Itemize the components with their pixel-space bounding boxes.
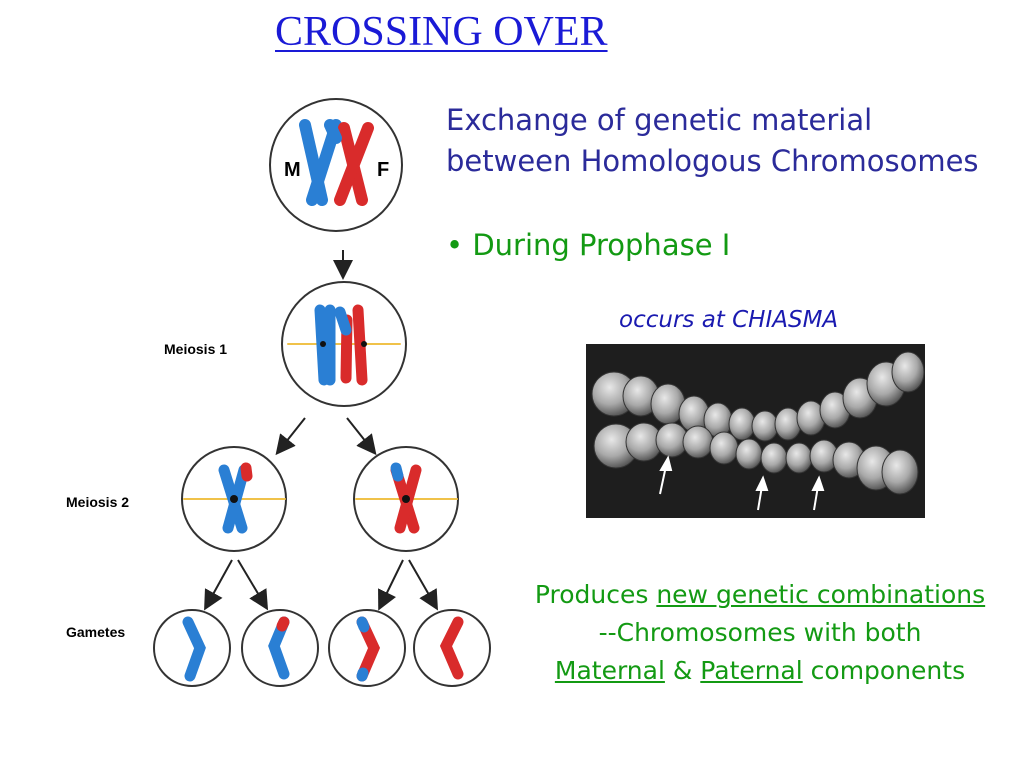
description-line-1: Exchange of genetic material bbox=[446, 103, 873, 137]
description: Exchange of genetic material between Hom… bbox=[446, 100, 979, 182]
label-paternal: F bbox=[377, 159, 389, 181]
description-line-2: between Homologous Chromosomes bbox=[446, 144, 979, 178]
stage-label-gametes: Gametes bbox=[66, 624, 126, 640]
ampersand-text: & bbox=[664, 656, 701, 685]
micrograph-image bbox=[586, 344, 925, 518]
gamete-4-chromosome bbox=[439, 616, 464, 680]
arrow-gamete-2 bbox=[237, 559, 269, 611]
prophase-bullet: • During Prophase I bbox=[446, 228, 731, 262]
arrow-to-meiosis2-right bbox=[346, 417, 377, 456]
produces-text: Produces new genetic combinations --Chro… bbox=[496, 576, 1024, 690]
produces-line-2: --Chromosomes with both bbox=[598, 618, 922, 647]
stage-label-meiosis-1: Meiosis 1 bbox=[164, 341, 228, 357]
gamete-3-chromosome bbox=[356, 616, 381, 682]
paternal-text: Paternal bbox=[700, 656, 803, 685]
stage-label-meiosis-2: Meiosis 2 bbox=[66, 494, 130, 510]
arrow-to-meiosis2-left bbox=[275, 417, 306, 456]
components-text: components bbox=[802, 656, 966, 685]
paternal-chromosome-x bbox=[334, 122, 374, 206]
gamete-cell-1-circle bbox=[153, 609, 231, 687]
chiasma-micrograph bbox=[586, 344, 925, 518]
meiosis-diagram: M F bbox=[153, 98, 491, 687]
gamete-1-chromosome bbox=[182, 616, 206, 682]
arrow-gamete-3 bbox=[378, 559, 404, 611]
maternal-text: Maternal bbox=[554, 656, 665, 685]
chiasma-caption: occurs at CHIASMA bbox=[619, 307, 839, 333]
gamete-2-chromosome bbox=[268, 616, 290, 680]
arrow-gamete-4 bbox=[408, 559, 438, 611]
label-maternal: M bbox=[284, 159, 301, 181]
new-combinations-text: new genetic combinations bbox=[656, 580, 986, 609]
produces-line-3: Maternal & Paternal components bbox=[496, 652, 1024, 690]
produces-prefix: Produces bbox=[534, 580, 657, 609]
produces-line-1: Produces new genetic combinations bbox=[496, 576, 1024, 614]
arrow-gamete-1 bbox=[204, 559, 233, 611]
gamete-cell-3-circle bbox=[328, 609, 406, 687]
slide-title: CROSSING OVER bbox=[275, 9, 608, 55]
chiasma-arrows bbox=[659, 455, 825, 511]
